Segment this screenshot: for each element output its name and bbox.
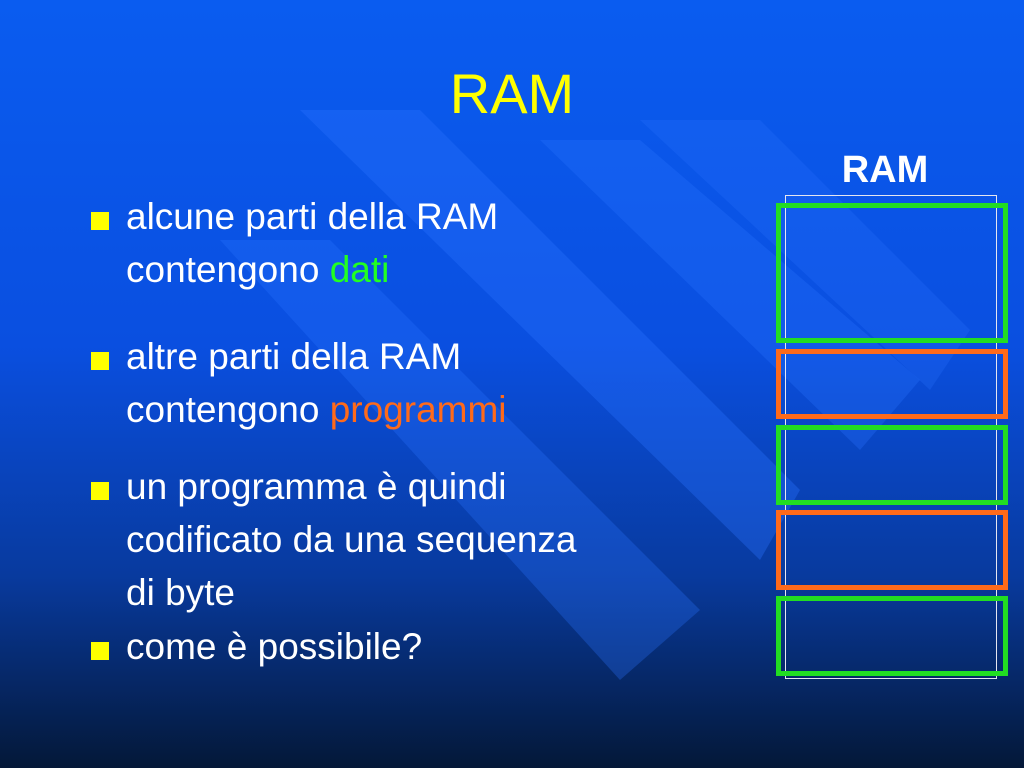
- ram-label: RAM: [841, 149, 929, 191]
- bullet-line: come è possibile?: [126, 626, 423, 667]
- ram-column: [785, 195, 997, 679]
- ram-segment-program: [776, 349, 1008, 419]
- bullet-square-icon: [91, 642, 109, 660]
- bullet-line: altre parti della RAM: [126, 336, 462, 377]
- bullet-line-prefix: contengono: [126, 389, 330, 430]
- ram-segment-data: [776, 203, 1008, 343]
- ram-segment-program: [776, 510, 1008, 590]
- bullet-text: altre parti della RAM contengono program…: [126, 330, 726, 436]
- bullet-line: alcune parti della RAM: [126, 196, 499, 237]
- bullet-text: come è possibile?: [126, 620, 726, 673]
- highlight-programmi: programmi: [329, 389, 507, 430]
- bullet-line-prefix: contengono: [126, 249, 330, 290]
- bullet-line: di byte: [126, 572, 236, 613]
- bullet-line: un programma è quindi: [126, 466, 507, 507]
- bullet-line: codificato da una sequenza: [126, 519, 577, 560]
- bullet-line: contengono programmi: [126, 383, 726, 436]
- highlight-dati: dati: [329, 249, 390, 290]
- bullet-text: alcune parti della RAM contengono dati: [126, 190, 726, 296]
- bullet-text: un programma è quindi codificato da una …: [126, 460, 726, 619]
- bullet-square-icon: [91, 482, 109, 500]
- bullet-square-icon: [91, 352, 109, 370]
- bullet-line: contengono dati: [126, 243, 726, 296]
- ram-segment-data: [776, 425, 1008, 505]
- ram-segment-data: [776, 596, 1008, 676]
- bullet-square-icon: [91, 212, 109, 230]
- slide-title: RAM: [449, 62, 575, 125]
